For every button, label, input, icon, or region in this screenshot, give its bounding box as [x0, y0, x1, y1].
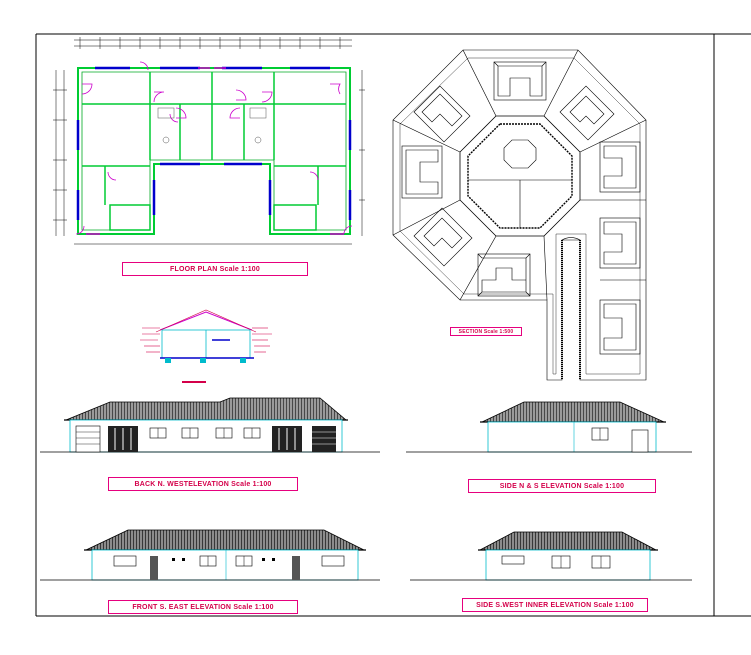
side-elevation-title: SIDE N & S ELEVATION Scale 1:100	[468, 479, 656, 493]
side-inner-elevation-title: SIDE S.WEST INNER ELEVATION Scale 1:100	[462, 598, 648, 612]
section-detail	[140, 309, 272, 383]
front-elevation-title: FRONT S. EAST ELEVATION Scale 1:100	[108, 600, 298, 614]
floor-plan-title: FLOOR PLAN Scale 1:100	[122, 262, 308, 276]
site-house	[401, 61, 641, 355]
front-elevation	[40, 529, 380, 581]
side-inner-elevation	[410, 531, 692, 581]
back-elevation	[40, 397, 380, 453]
floor-plan-ticks	[53, 37, 365, 221]
back-elevation-title: BACK N. WESTELEVATION Scale 1:100	[108, 477, 298, 491]
floor-plan	[53, 37, 365, 245]
sheet-frame	[35, 33, 751, 617]
section-title: SECTION Scale 1:500	[450, 327, 522, 336]
side-elevation	[406, 401, 692, 453]
floor-plan-dimensions	[55, 39, 363, 245]
site-plan	[392, 49, 647, 381]
